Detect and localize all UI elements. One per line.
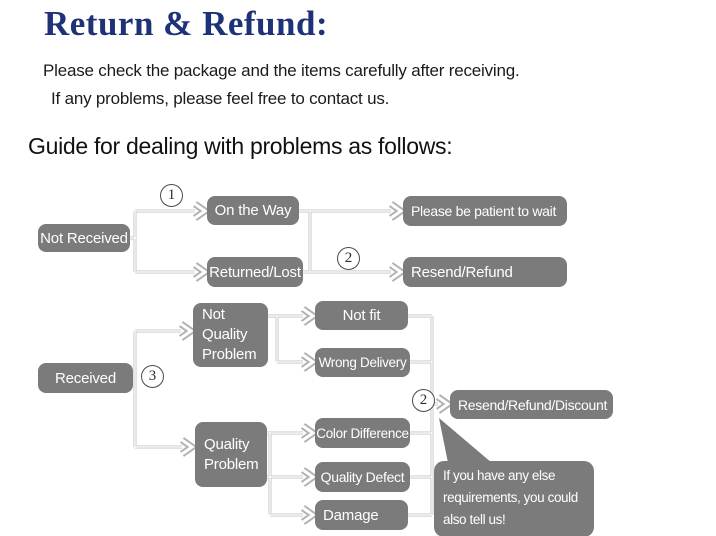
arrowhead-icons-highlight	[180, 202, 451, 524]
speech-bubble-tail	[439, 418, 492, 463]
node-not-quality-problem: Not Quality Problem	[193, 303, 268, 367]
node-on-the-way: On the Way	[207, 196, 299, 225]
intro-line-2: If any problems, please feel free to con…	[51, 89, 390, 108]
step-badge-1: 1	[160, 184, 183, 207]
node-received: Received	[38, 363, 133, 393]
node-resend-refund-discount: Resend/Refund/Discount	[450, 390, 613, 419]
node-damage: Damage	[315, 500, 408, 530]
step-badge-3: 3	[141, 365, 164, 388]
node-returned-lost: Returned/Lost	[207, 257, 303, 287]
node-please-be-patient: Please be patient to wait	[403, 196, 567, 226]
node-not-received: Not Received	[38, 224, 130, 252]
node-quality-defect: Quality Defect	[315, 462, 410, 492]
step-badge-2b: 2	[412, 389, 435, 412]
node-color-difference: Color Difference	[315, 418, 410, 448]
node-quality-problem: Quality Problem	[195, 422, 267, 487]
step-badge-2: 2	[337, 247, 360, 270]
page-title: Return & Refund:	[44, 4, 329, 43]
guide-heading: Guide for dealing with problems as follo…	[28, 133, 453, 159]
node-wrong-delivery: Wrong Delivery	[315, 348, 410, 377]
intro-line-1: Please check the package and the items c…	[43, 61, 520, 80]
node-not-fit: Not fit	[315, 301, 408, 330]
connector-lines-highlight	[130, 210, 438, 516]
speech-bubble: If you have any else requirements, you c…	[434, 461, 594, 536]
node-resend-refund: Resend/Refund	[403, 257, 567, 287]
